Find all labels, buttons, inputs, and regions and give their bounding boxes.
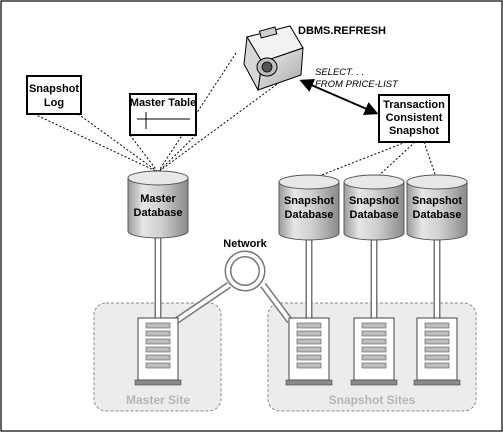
- server-icon: [285, 317, 333, 386]
- camera-icon: [243, 25, 304, 92]
- server-icon: [134, 317, 182, 386]
- dotted-connectors: [33, 52, 438, 181]
- master-database-cylinder: [127, 170, 189, 239]
- query-line-1: SELECT. . .: [315, 67, 364, 78]
- master-table-box: [129, 93, 197, 136]
- master-site-label: Master Site: [126, 393, 190, 407]
- master-db-label-1: Master: [140, 193, 176, 205]
- snapshot-log-box: [26, 75, 82, 115]
- snapshot-database-cylinder-3: [406, 174, 468, 241]
- snapshot-db-3-label-1: Snapshot: [412, 195, 462, 207]
- snapshot-db-1-label-1: Snapshot: [284, 195, 334, 207]
- snapshot-log-label-2: Log: [44, 97, 64, 109]
- refresh-arrow: [299, 79, 379, 115]
- table-grid-icon: [137, 112, 190, 129]
- snapshot-db-2-label-1: Snapshot: [349, 195, 399, 207]
- query-line-2: FROM PRICE-LIST: [315, 79, 399, 90]
- transaction-label-3: Snapshot: [389, 125, 439, 137]
- network-label: Network: [223, 238, 267, 250]
- servers: [134, 317, 461, 386]
- snapshot-db-2-label-2: Database: [350, 209, 399, 221]
- transaction-label-1: Transaction: [383, 99, 445, 111]
- snapshot-db-3-label-2: Database: [413, 209, 462, 221]
- master-db-label-2: Database: [134, 207, 183, 219]
- master-table-label: Master Table: [130, 97, 196, 109]
- refresh-label: DBMS.REFRESH: [298, 25, 386, 37]
- snapshot-db-1-label-2: Database: [285, 209, 334, 221]
- server-icon: [413, 317, 461, 386]
- transaction-snapshot-box: [378, 94, 450, 143]
- snapshot-log-label-1: Snapshot: [29, 83, 79, 95]
- snapshot-database-cylinder-1: [278, 174, 340, 241]
- transaction-label-2: Consistent: [386, 112, 443, 124]
- server-icon: [350, 317, 398, 386]
- snapshot-database-cylinder-2: [343, 174, 405, 241]
- snapshot-sites-label: Snapshot Sites: [329, 393, 416, 407]
- network-pipes: [154, 237, 441, 324]
